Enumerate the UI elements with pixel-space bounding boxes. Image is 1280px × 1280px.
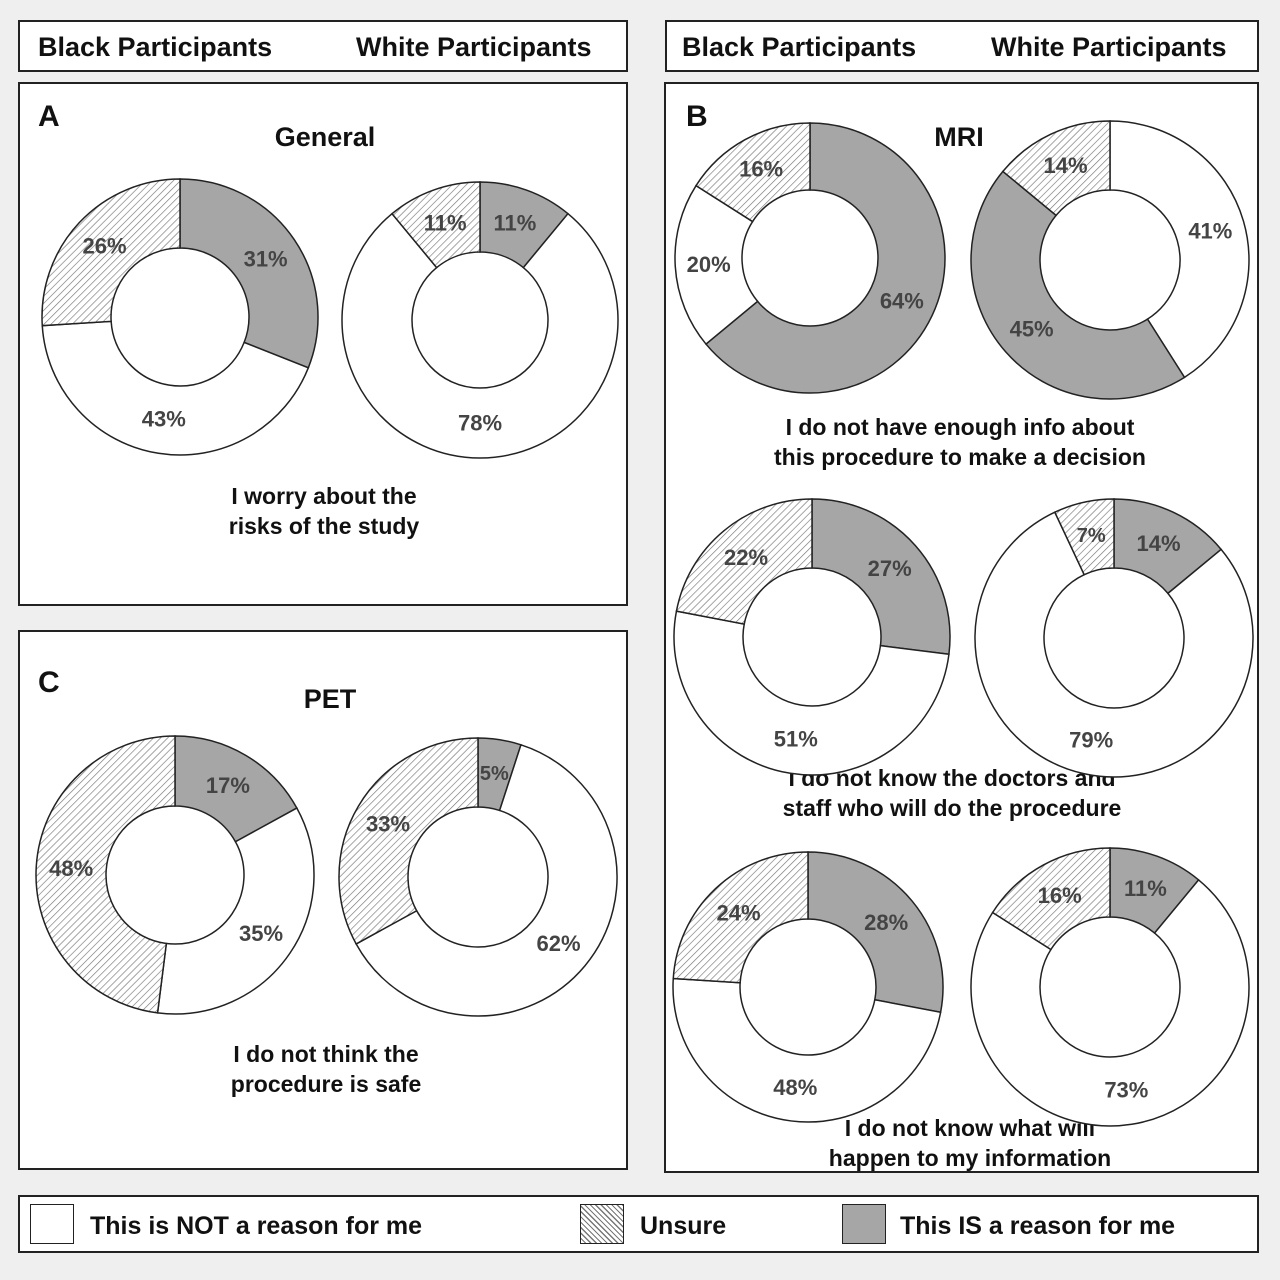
donut-slice-is-reason	[704, 122, 946, 394]
slice-label: 48%	[773, 1075, 817, 1100]
slice-label: 51%	[774, 727, 818, 752]
panel-b: B MRI I do not have enough info about th…	[664, 82, 1259, 1173]
donut-slice-unsure	[390, 181, 481, 269]
donut-slice-not-reason	[156, 807, 315, 1015]
donut-slice-not-reason	[1109, 120, 1250, 379]
panel-b-title: MRI	[934, 122, 984, 152]
header-left: Black Participants White Participants	[18, 20, 628, 72]
caption-line: I do not know what will	[844, 1115, 1096, 1141]
donut-slice-not-reason	[674, 184, 759, 346]
panel-a-caption: I worry about the risks of the study	[229, 481, 419, 541]
panel-b-caption-3: I do not know what will happen to my inf…	[829, 1113, 1111, 1173]
slice-label: 31%	[244, 246, 288, 271]
panel-c-caption: I do not think the procedure is safe	[231, 1039, 421, 1099]
slice-label: 16%	[1038, 883, 1082, 908]
slice-label: 62%	[536, 931, 580, 956]
legend-swatch-unsure	[580, 1204, 624, 1244]
donut-slice-not-reason	[341, 212, 619, 459]
panel-b-letter: B	[686, 100, 708, 133]
slice-label: 16%	[739, 157, 783, 182]
legend-label-unsure: Unsure	[640, 1212, 727, 1240]
slice-label: 26%	[83, 234, 127, 259]
panel-a: A General I worry about the risks of the…	[18, 82, 628, 606]
slice-label: 17%	[206, 773, 250, 798]
donut-slice-unsure	[672, 851, 809, 984]
caption-line: risks of the study	[228, 513, 420, 539]
legend-label-not-reason: This is NOT a reason for me	[90, 1212, 423, 1240]
slice-label: 11%	[1124, 876, 1167, 901]
legend-swatch-is-reason	[842, 1204, 886, 1244]
slice-label: 14%	[1136, 531, 1180, 556]
legend-swatch-not-reason	[30, 1204, 74, 1244]
donut-slice-unsure	[991, 847, 1111, 951]
panel-a-title: General	[274, 122, 376, 152]
slice-label: 41%	[1188, 218, 1232, 243]
donut-slice-not-reason	[974, 511, 1254, 778]
header-right-white: White Participants	[991, 32, 1227, 62]
panel-b-caption-2: I do not know the doctors and staff who …	[783, 763, 1122, 823]
slice-label: 5%	[480, 763, 509, 785]
legend: This is NOT a reason for me Unsure This …	[18, 1195, 1259, 1253]
header-right: Black Participants White Participants	[665, 20, 1259, 72]
donut-slice-unsure	[1001, 120, 1111, 217]
header-left-black: Black Participants	[38, 32, 273, 62]
donut-slice-unsure	[1053, 498, 1115, 576]
slice-label: 22%	[724, 545, 768, 570]
donut-slice-not-reason	[970, 878, 1250, 1127]
header-right-black: Black Participants	[682, 32, 917, 62]
panel-c: C PET I do not think the procedure is sa…	[18, 630, 628, 1170]
donut-slice-not-reason	[355, 743, 618, 1017]
slice-label: 28%	[864, 910, 908, 935]
panel-b-caption-1: I do not have enough info about this pro…	[774, 412, 1146, 472]
slice-label: 11%	[493, 211, 536, 236]
legend-label-is-reason: This IS a reason for me	[900, 1212, 1176, 1240]
caption-line: this procedure to make a decision	[774, 444, 1146, 470]
panel-c-title: PET	[303, 684, 357, 714]
donut-slice-is-reason	[174, 735, 298, 843]
donut-slice-is-reason	[970, 170, 1186, 400]
panel-a-letter: A	[38, 100, 60, 133]
slice-label: 24%	[716, 901, 760, 926]
donut-slice-unsure	[41, 178, 181, 327]
donut-slice-is-reason	[807, 851, 944, 1014]
caption-line: procedure is safe	[230, 1071, 422, 1097]
caption-line: staff who will do the procedure	[782, 795, 1122, 821]
slice-label: 11%	[424, 211, 467, 236]
donut-slice-unsure	[694, 122, 811, 223]
donut-slice-not-reason	[41, 320, 310, 456]
header-left-white: White Participants	[356, 32, 592, 62]
donut-slice-is-reason	[179, 178, 319, 369]
donut-slice-is-reason	[811, 498, 951, 656]
donut-slice-unsure	[338, 737, 479, 945]
slice-label: 35%	[239, 921, 283, 946]
donut-slice-not-reason	[673, 610, 950, 776]
slice-label: 79%	[1069, 727, 1113, 752]
slice-label: 43%	[142, 407, 186, 432]
slice-label: 45%	[1010, 317, 1054, 342]
slice-label: 33%	[366, 811, 410, 836]
donut-slice-unsure	[675, 498, 813, 625]
slice-label: 48%	[49, 856, 93, 881]
slice-label: 73%	[1104, 1078, 1148, 1103]
panel-c-letter: C	[38, 666, 60, 699]
slice-label: 14%	[1043, 153, 1087, 178]
slice-label: 7%	[1077, 525, 1106, 547]
slice-label: 64%	[880, 289, 924, 314]
slice-label: 27%	[868, 556, 912, 581]
caption-line: I worry about the	[231, 483, 417, 509]
caption-line: I do not think the	[233, 1041, 419, 1067]
slice-label: 78%	[458, 411, 502, 436]
donut-slice-unsure	[35, 735, 176, 1014]
caption-line: I do not have enough info about	[785, 414, 1135, 440]
caption-line: happen to my information	[828, 1145, 1112, 1171]
donut-slice-not-reason	[672, 977, 942, 1123]
slice-label: 20%	[687, 252, 731, 277]
